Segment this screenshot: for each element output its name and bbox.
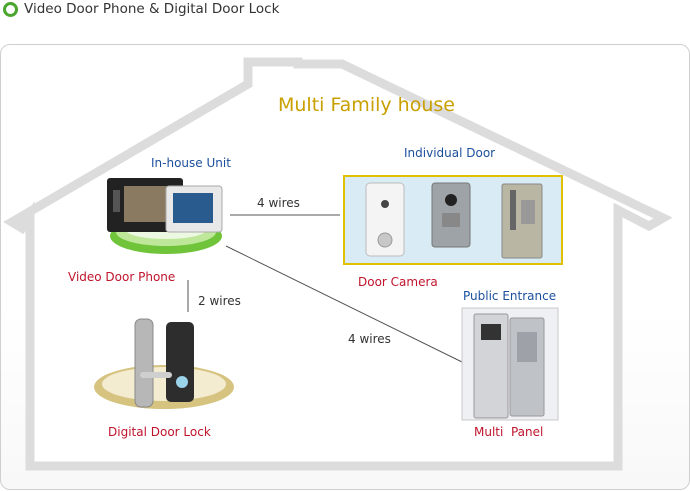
video-door-phone-image <box>107 178 223 254</box>
house-outline <box>3 57 673 471</box>
in-house-unit-label: In-house Unit <box>151 156 231 170</box>
video-door-phone-label: Video Door Phone <box>68 270 176 284</box>
multi-panel-image <box>461 307 559 421</box>
digital-door-lock-label: Digital Door Lock <box>108 425 211 439</box>
individual-door-label: Individual Door <box>404 146 496 160</box>
digital-door-lock-image <box>94 318 234 409</box>
section-header: Video Door Phone & Digital Door Lock <box>3 1 279 17</box>
wires-to-panel-label: 4 wires <box>348 332 391 346</box>
section-title: Video Door Phone & Digital Door Lock <box>24 1 280 17</box>
door-camera-label: Door Camera <box>358 275 438 289</box>
diagram-title: Multi Family house <box>278 94 455 116</box>
multi-panel-label: Multi Panel <box>474 425 544 439</box>
public-entrance-label: Public Entrance <box>463 289 557 303</box>
circle-bullet-icon <box>3 1 18 17</box>
wires-to-camera-label: 4 wires <box>257 196 300 210</box>
wire-line-panel <box>225 245 463 363</box>
wires-to-lock-label: 2 wires <box>198 294 241 308</box>
door-camera-image <box>343 175 563 265</box>
